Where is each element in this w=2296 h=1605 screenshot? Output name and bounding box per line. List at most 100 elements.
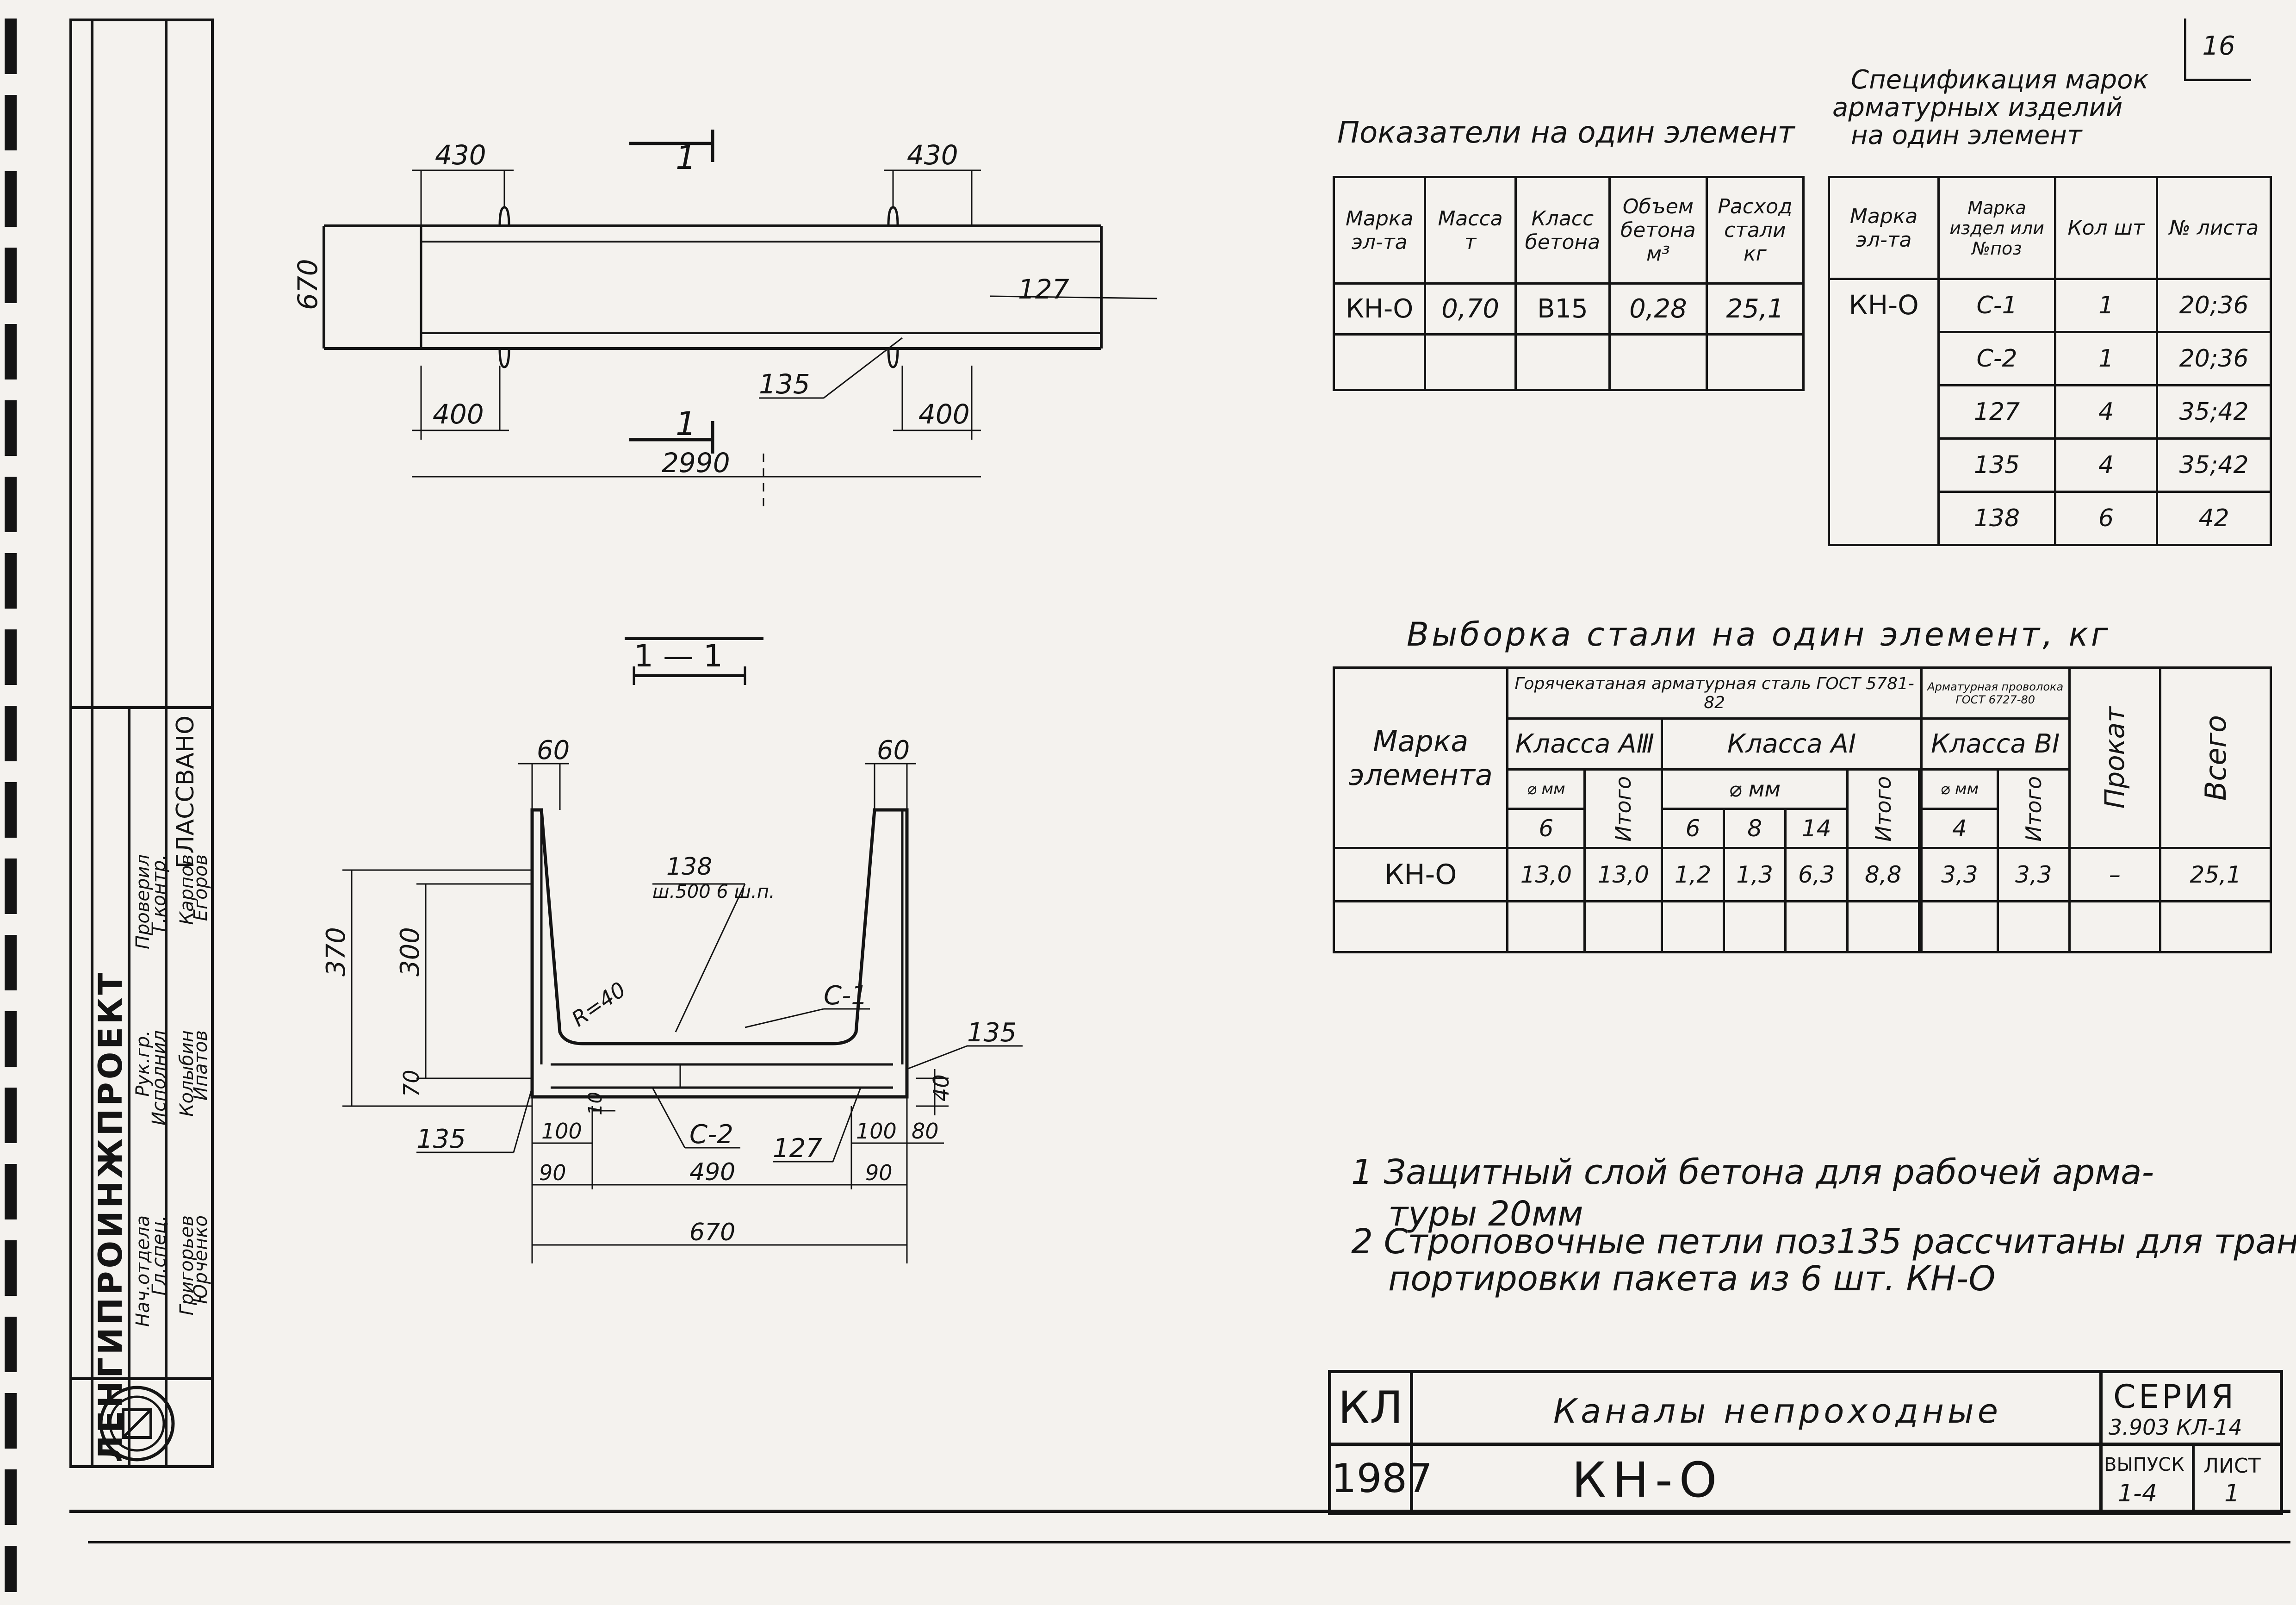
steel-cell: 1,2 bbox=[1661, 847, 1725, 902]
side-stamp: ЛЕНГИПРОИНЖПРОЕКТ ГЛАССВАНО Нач.отдела Г… bbox=[69, 19, 214, 1468]
spec-head-mark: Марка эл-та bbox=[1827, 176, 1940, 280]
steel-total-b1-cell: Итого bbox=[1996, 768, 2071, 849]
steel-cell: 25,1 bbox=[2159, 847, 2272, 902]
spec-caption-1: Спецификация марок bbox=[1851, 65, 2149, 95]
dim-430-left: 430 bbox=[435, 139, 486, 171]
spec-cell: 42 bbox=[2156, 491, 2272, 546]
steel-table: Марка элемента Горячекатаная арматурная … bbox=[1332, 666, 2272, 953]
note-line-2: туры 20мм bbox=[1388, 1194, 1583, 1234]
ind-head-steel: Расход стали кг bbox=[1705, 176, 1805, 285]
steel-cell bbox=[2159, 900, 2272, 953]
ind-cell bbox=[1424, 333, 1517, 391]
binding-marks bbox=[5, 19, 19, 1592]
label-135-left: 135 bbox=[416, 1124, 466, 1154]
ind-head-volume: Объем бетона м³ bbox=[1608, 176, 1708, 285]
steel-cell: – bbox=[2068, 847, 2162, 902]
sheet-number: 16 bbox=[2202, 31, 2235, 61]
tb-sheet-value: 1 bbox=[2224, 1480, 2240, 1507]
steel-size: 8 bbox=[1722, 808, 1787, 849]
plan-view: 430 430 400 400 2990 670 127 135 1 1 bbox=[292, 130, 1157, 509]
dim-60-right: 60 bbox=[877, 735, 910, 765]
steel-cell: 3,3 bbox=[1996, 847, 2071, 902]
spec-cell: 1 bbox=[2054, 331, 2159, 386]
ind-cell bbox=[1705, 333, 1805, 391]
tb-mark: КН-О bbox=[1572, 1452, 1724, 1508]
label-138: 138 bbox=[666, 853, 712, 881]
steel-head-total-cell: Всего bbox=[2159, 666, 2272, 849]
org-logo bbox=[99, 1386, 175, 1462]
tb-series-label: СЕРИЯ bbox=[2113, 1378, 2237, 1416]
dim-300: 300 bbox=[395, 927, 425, 977]
dim-400-right: 400 bbox=[918, 398, 970, 430]
spec-cell: 4 bbox=[2054, 437, 2159, 493]
steel-class-a1: Класса АⅠ bbox=[1661, 717, 1923, 771]
steel-class-b1: Класса ВⅠ bbox=[1920, 717, 2071, 771]
steel-head-hot: Горячекатаная арматурная сталь ГОСТ 5781… bbox=[1506, 666, 1923, 720]
spec-element: КН-О bbox=[1827, 278, 1940, 546]
dim-370: 370 bbox=[321, 927, 351, 977]
spec-cell: 20;36 bbox=[2156, 278, 2272, 333]
sheet-number-box: 16 bbox=[2184, 19, 2251, 81]
label-127: 127 bbox=[773, 1133, 822, 1163]
label-c1: С-1 bbox=[824, 981, 868, 1011]
steel-cell: 3,3 bbox=[1920, 847, 1999, 902]
bottom-frame-line bbox=[69, 1510, 2290, 1513]
section-title: 1 — 1 bbox=[634, 638, 723, 674]
label-138-note: ш.500 6 ш.п. bbox=[652, 881, 775, 902]
spec-cell: 35;42 bbox=[2156, 437, 2272, 493]
steel-cell bbox=[1506, 900, 1586, 953]
dim-10: 10 bbox=[585, 1092, 606, 1115]
steel-dia-a1: ⌀ мм bbox=[1661, 768, 1849, 810]
ind-head-mass: Масса т bbox=[1424, 176, 1517, 285]
steel-head-mark: Марка элемента bbox=[1332, 666, 1509, 849]
spec-head-qty: Кол шт bbox=[2054, 176, 2159, 280]
ind-cell: 25,1 bbox=[1705, 282, 1805, 336]
ind-cell bbox=[1332, 333, 1427, 391]
label-radius: R=40 bbox=[567, 977, 630, 1032]
tb-sheet-label: ЛИСТ bbox=[2203, 1454, 2261, 1478]
steel-cell bbox=[1661, 900, 1725, 953]
steel-cell bbox=[2068, 900, 2162, 953]
spec-cell: 4 bbox=[2054, 384, 2159, 440]
steel-total-a1: Итого bbox=[1870, 776, 1896, 842]
role-2: Гл.спец. bbox=[149, 1215, 170, 1296]
steel-cell: 13,0 bbox=[1583, 847, 1663, 902]
tb-year: 1987 bbox=[1331, 1456, 1433, 1502]
spec-table: Марка эл-та Марка издел или №поз Кол шт … bbox=[1827, 176, 2272, 546]
tb-code: КЛ bbox=[1338, 1382, 1403, 1434]
dim-100-left: 100 bbox=[541, 1119, 582, 1144]
dim-430-right: 430 bbox=[907, 139, 958, 171]
role-6: Т.контр. bbox=[149, 854, 170, 935]
steel-cell: КН-О bbox=[1332, 847, 1509, 902]
spec-head-item: Марка издел или №поз bbox=[1937, 176, 2056, 280]
dim-490: 490 bbox=[689, 1158, 735, 1186]
steel-total-a3: Итого bbox=[1611, 776, 1636, 842]
steel-total-a3-cell: Итого bbox=[1583, 768, 1663, 849]
ind-head-class: Класс бетона bbox=[1514, 176, 1611, 285]
indicators-table: Марка эл-та Масса т Класс бетона Объем б… bbox=[1332, 176, 1805, 391]
name-6: Егоров bbox=[190, 854, 211, 921]
steel-cell: 8,8 bbox=[1846, 847, 1920, 902]
dim-40: 40 bbox=[929, 1074, 954, 1101]
dim-90-right: 90 bbox=[865, 1160, 893, 1185]
dim-2990: 2990 bbox=[662, 447, 730, 479]
steel-class-a3: Класса АⅢ bbox=[1506, 717, 1663, 771]
steel-cell: 1,3 bbox=[1722, 847, 1787, 902]
spec-caption-3: на один элемент bbox=[1851, 120, 2082, 150]
steel-dia-b1: ⌀ мм bbox=[1920, 768, 1999, 810]
dim-100-right: 100 bbox=[856, 1119, 897, 1144]
ind-cell bbox=[1514, 333, 1611, 391]
note-line-3: 2 Строповочные петли поз135 рассчитаны д… bbox=[1351, 1222, 2296, 1262]
spec-caption-2: арматурных изделий bbox=[1832, 93, 2123, 123]
note-line-4: портировки пакета из 6 шт. КН-О bbox=[1388, 1259, 1996, 1299]
tb-title: Каналы непроходные bbox=[1553, 1392, 2002, 1431]
steel-dia-a3: ⌀ мм bbox=[1506, 768, 1586, 810]
dim-90-left: 90 bbox=[539, 1160, 566, 1185]
steel-cell bbox=[1784, 900, 1849, 953]
steel-cell bbox=[1722, 900, 1787, 953]
label-c2: С-2 bbox=[689, 1120, 733, 1150]
steel-cell bbox=[1583, 900, 1663, 953]
ind-cell: В15 bbox=[1514, 282, 1611, 336]
steel-head-rolled-cell: Прокат bbox=[2068, 666, 2162, 849]
